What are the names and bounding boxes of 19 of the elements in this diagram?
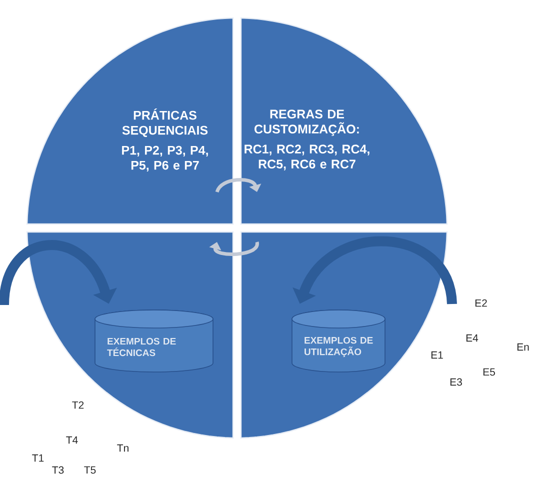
item-label: T2	[72, 401, 84, 409]
item-label: T4	[66, 436, 78, 444]
curved-arrow	[0, 240, 117, 306]
item-label: E5	[483, 368, 495, 376]
quadrant-sector: REGRAS DE CUSTOMIZAÇÃO: RC1, RC2, RC3, RC4, RC5, RC6 e RC7	[240, 17, 448, 225]
item-label: T1	[32, 454, 44, 462]
item-label: Tn	[117, 444, 128, 452]
item-label: E3	[450, 378, 462, 386]
cycle-arrow	[209, 242, 259, 256]
item-label: T3	[52, 466, 64, 474]
item-label: T5	[84, 466, 96, 474]
database-cylinder: EXEMPLOS DE UTILIZAÇÃO	[292, 310, 386, 372]
item-label: En	[517, 343, 529, 351]
cycle-arrow	[215, 178, 262, 193]
item-label: E4	[466, 334, 478, 342]
database-cylinder: EXEMPLOS DE TÉCNICAS	[94, 310, 214, 372]
item-label: E1	[431, 351, 443, 359]
item-label: E2	[475, 299, 487, 307]
quadrant-sector: PRÁTICAS SEQUENCIAIS P1, P2, P3, P4, P5, P6 e P7	[26, 17, 234, 225]
